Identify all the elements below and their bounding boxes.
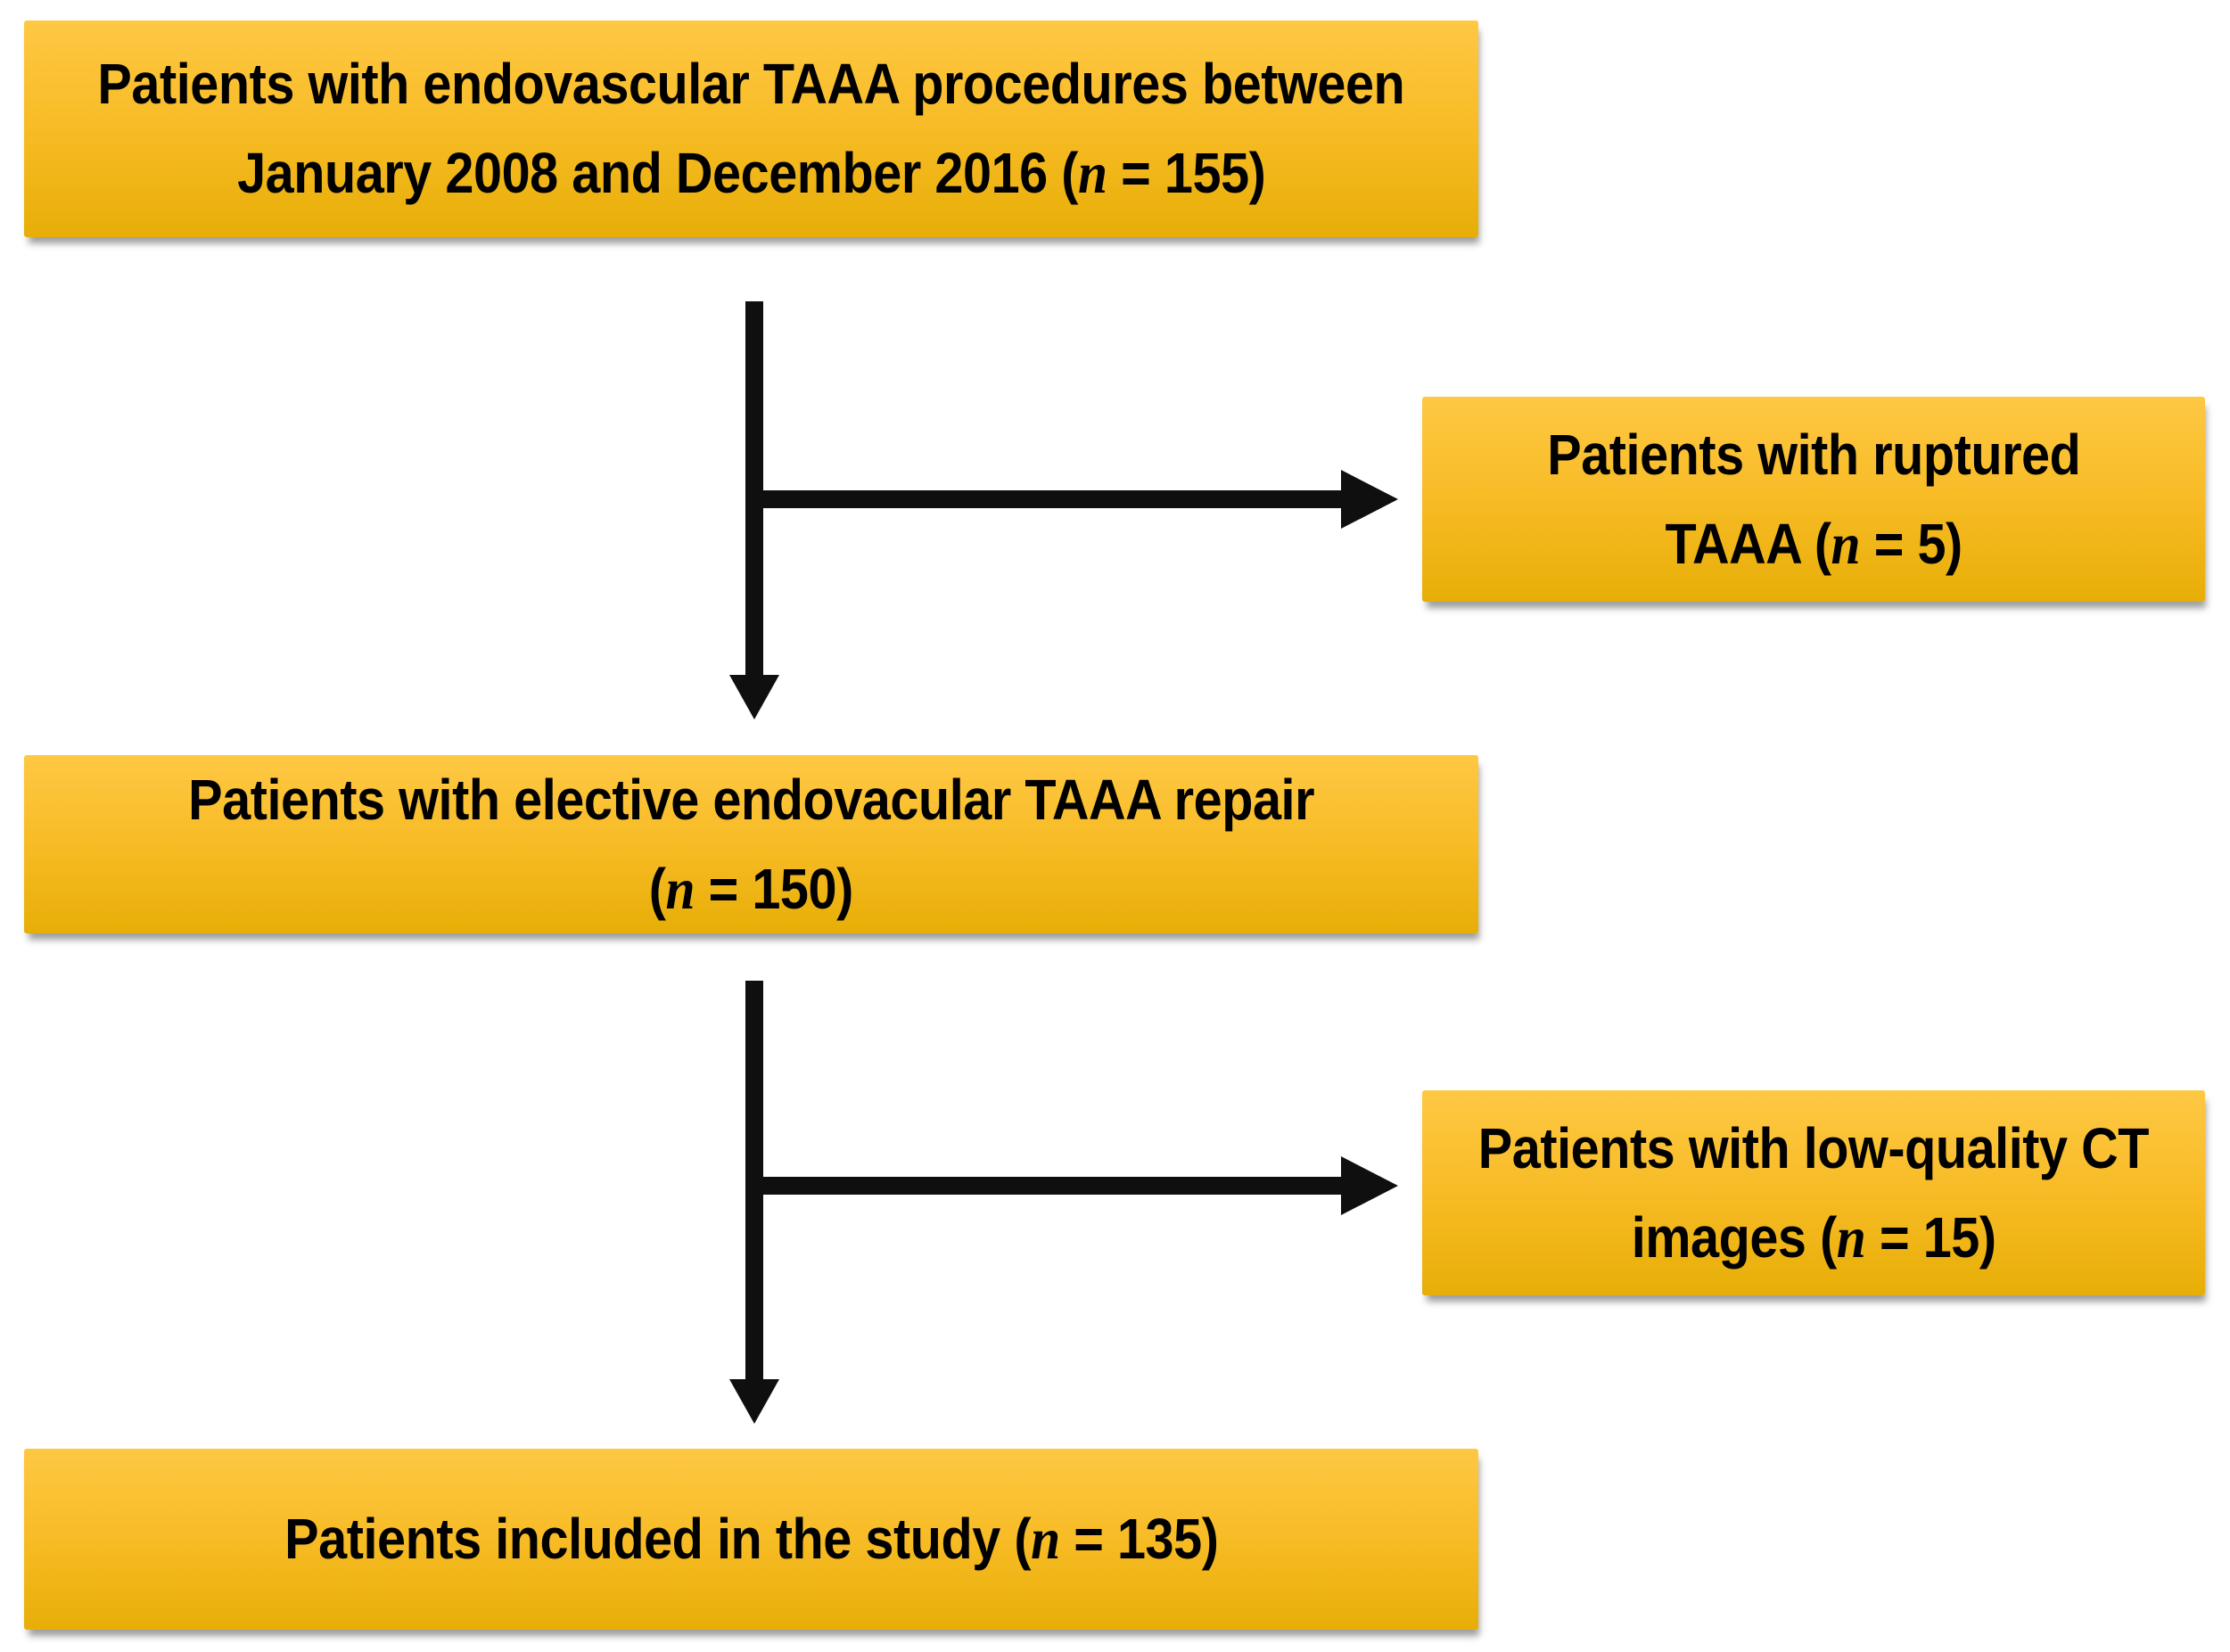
text-segment: = 135) xyxy=(1059,1507,1219,1571)
text-segment: Patients included in the study ( xyxy=(284,1507,1031,1571)
text-segment: = 15) xyxy=(1865,1204,1996,1270)
box-elective-repair-line2: (n = 150) xyxy=(648,844,854,934)
text-segment: ( xyxy=(648,856,666,921)
right-arrow-1-stem xyxy=(754,490,1343,508)
box-ruptured-taaa-line1: Patients with ruptured xyxy=(1546,422,2081,487)
box-low-quality-ct-line1: Patients with low-quality CT xyxy=(1477,1115,2150,1180)
box-low-quality-ct-line2: images (n = 15) xyxy=(1632,1193,1996,1283)
n-variable: n xyxy=(665,856,695,922)
box-elective-repair: Patients with elective endovacular TAAA … xyxy=(24,755,1478,933)
right-arrowhead-2-icon xyxy=(1341,1156,1398,1215)
text-segment: = 155) xyxy=(1107,141,1266,205)
box-included-study-line1: Patients included in the study (n = 135) xyxy=(284,1494,1219,1584)
right-arrow-2-stem xyxy=(754,1177,1343,1195)
text-segment: = 5) xyxy=(1860,511,1963,576)
box-included-study: Patients included in the study (n = 135) xyxy=(24,1449,1478,1630)
box-low-quality-ct: Patients with low-quality CT images (n =… xyxy=(1422,1090,2205,1295)
box-elective-repair-line1: Patients with elective endovacular TAAA … xyxy=(188,767,1314,832)
box-endovascular-procedures-line1: Patients with endovascular TAAA procedur… xyxy=(97,52,1405,116)
text-segment: images ( xyxy=(1631,1204,1838,1270)
down-arrowhead-1-icon xyxy=(729,675,779,719)
text-segment: TAAA ( xyxy=(1665,511,1831,576)
n-variable: n xyxy=(1030,1507,1060,1572)
text-segment: = 150) xyxy=(695,856,854,921)
box-ruptured-taaa-line2: TAAA (n = 5) xyxy=(1665,499,1963,589)
n-variable: n xyxy=(1831,511,1861,577)
n-variable: n xyxy=(1836,1204,1866,1270)
box-endovascular-procedures-line2: January 2008 and December 2016 (n = 155) xyxy=(236,128,1266,218)
box-endovascular-procedures: Patients with endovascular TAAA procedur… xyxy=(24,21,1478,237)
text-segment: January 2008 and December 2016 ( xyxy=(236,141,1078,205)
n-variable: n xyxy=(1077,141,1107,206)
box-ruptured-taaa: Patients with ruptured TAAA (n = 5) xyxy=(1422,397,2205,602)
right-arrowhead-1-icon xyxy=(1341,470,1398,529)
down-arrowhead-2-icon xyxy=(729,1379,779,1424)
